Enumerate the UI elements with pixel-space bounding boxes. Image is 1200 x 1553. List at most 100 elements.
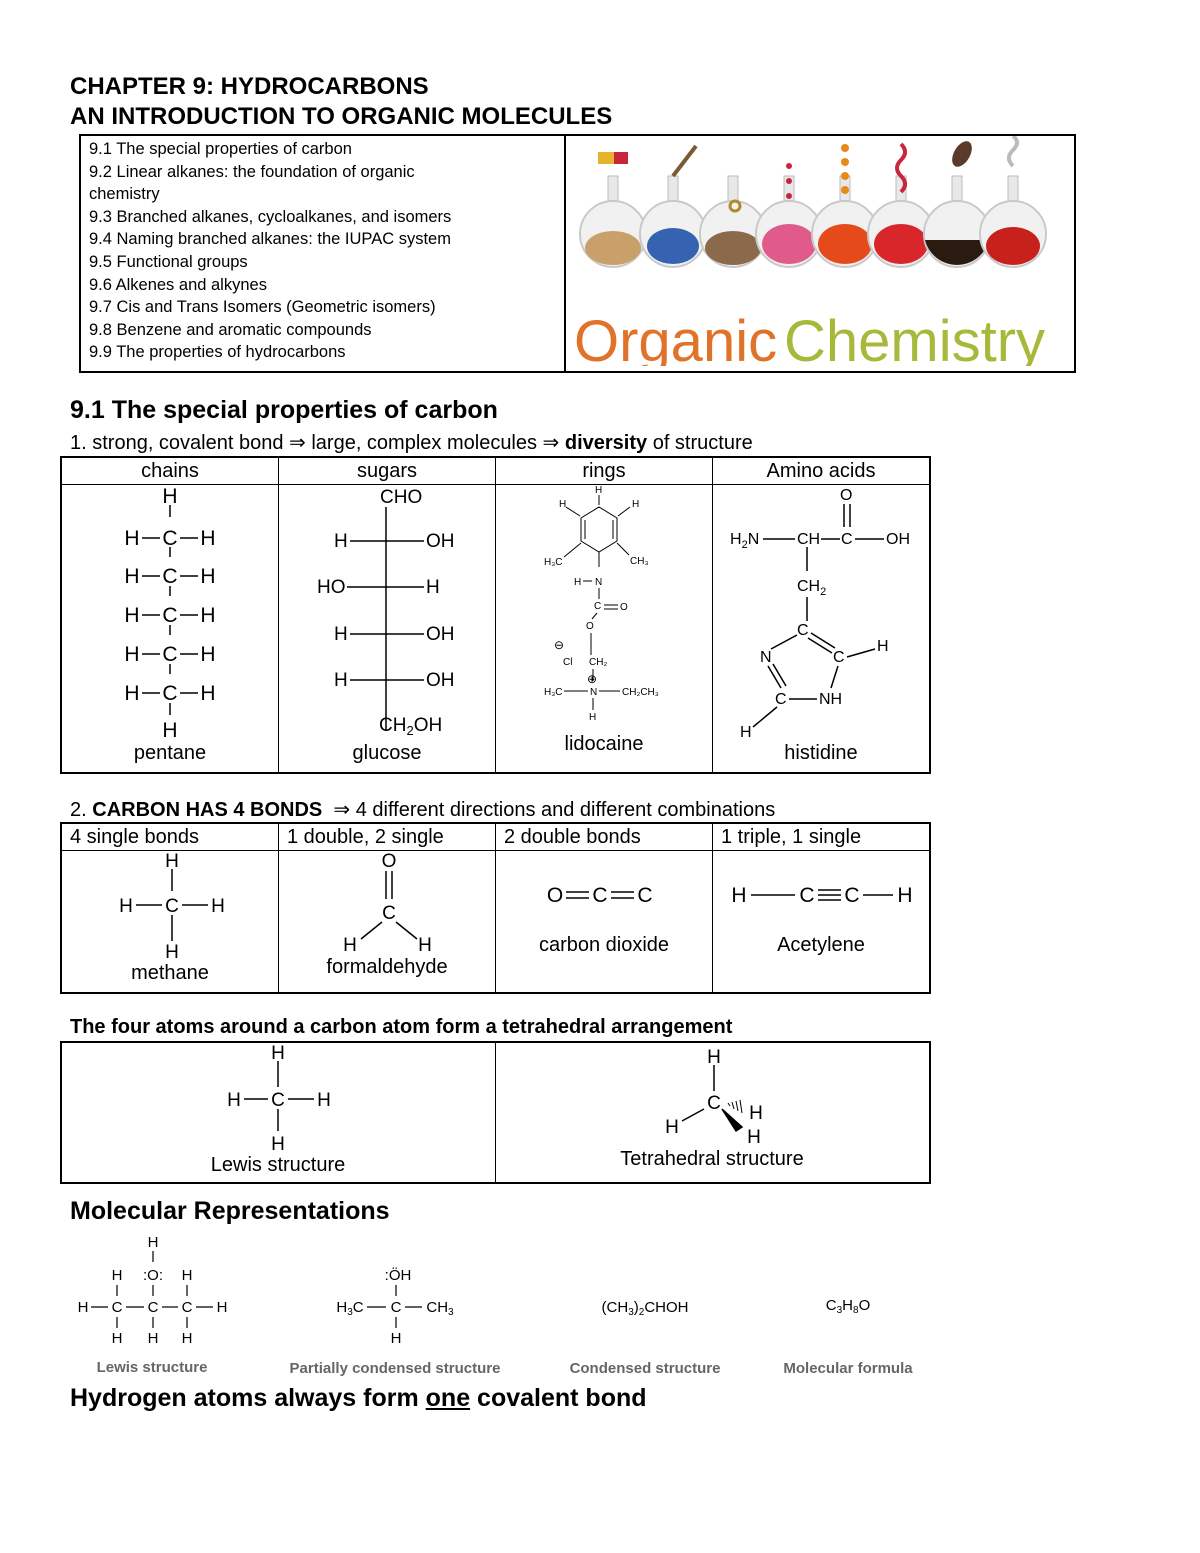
svg-text:CH₂CH₃: CH₂CH₃	[622, 687, 659, 698]
lewis-caption: Lewis structure	[211, 1154, 346, 1176]
svg-text:H: H	[595, 485, 602, 496]
svg-text:H: H	[78, 1299, 89, 1316]
isopropanol-molecular-formula: C3H8O	[826, 1297, 870, 1316]
tetrahedral-caption: Tetrahedral structure	[620, 1148, 803, 1170]
toc-item: 9.4 Naming branched alkanes: the IUPAC s…	[89, 230, 451, 249]
svg-text:H: H	[877, 638, 889, 655]
svg-text:C: C	[162, 682, 177, 705]
col-header-sugars: sugars	[278, 456, 496, 485]
svg-text:H: H	[740, 724, 752, 741]
svg-text:C: C	[797, 622, 809, 639]
svg-text:N: N	[595, 577, 602, 588]
svg-text:H: H	[227, 1090, 241, 1111]
svg-text:OH: OH	[426, 531, 455, 552]
point-2: 2. CARBON HAS 4 BONDS ⇒ 4 different dire…	[70, 797, 775, 822]
svg-text:H: H	[391, 1330, 402, 1347]
svg-text:H: H	[165, 942, 179, 963]
col-header-rings: rings	[495, 456, 713, 485]
flask-icon	[579, 134, 1047, 268]
svg-text:C: C	[844, 884, 859, 907]
toc-list: 9.1 The special properties of carbon 9.2…	[81, 136, 564, 366]
svg-text:C: C	[162, 565, 177, 588]
methane-cell: H H C H H methane	[60, 850, 279, 994]
svg-text:C: C	[707, 1093, 721, 1114]
svg-text:H: H	[119, 896, 133, 917]
toc-item: 9.2 Linear alkanes: the foundation of or…	[89, 162, 415, 204]
chapter-subtitle: AN INTRODUCTION TO ORGANIC MOLECULES	[70, 103, 613, 130]
svg-text:N: N	[590, 687, 597, 698]
svg-text:H₃C: H₃C	[544, 687, 563, 698]
svg-text:H: H	[271, 1134, 285, 1155]
svg-text:H: H	[334, 531, 348, 552]
svg-text:OH: OH	[426, 670, 455, 691]
svg-text:C: C	[592, 884, 607, 907]
acetylene-structure: H C C H Acetylene	[731, 884, 912, 956]
svg-text:H: H	[418, 935, 432, 956]
svg-text:CH2: CH2	[797, 578, 826, 598]
svg-text:CH₃: CH₃	[630, 556, 649, 567]
svg-text:C: C	[165, 896, 179, 917]
svg-text:H: H	[112, 1267, 123, 1284]
svg-text:H: H	[182, 1330, 193, 1347]
svg-text:H: H	[124, 527, 139, 550]
section-heading: 9.1 The special properties of carbon	[70, 396, 498, 424]
svg-text:OH: OH	[886, 531, 910, 548]
acetylene-cell: H C C H Acetylene	[712, 850, 931, 994]
formaldehyde-cell: O C H H formaldehyde	[278, 850, 496, 994]
point-2-bold: CARBON HAS 4 BONDS	[92, 799, 323, 821]
label-partially-condensed: Partially condensed structure	[290, 1360, 501, 1377]
banner-cell: Organic Chemistry	[564, 134, 1076, 374]
svg-text:C: C	[271, 1090, 285, 1111]
svg-text:H: H	[747, 1127, 761, 1148]
svg-text:C: C	[833, 649, 845, 666]
toc-item: 9.5 Functional groups	[89, 252, 248, 271]
svg-text::O:: :O:	[143, 1267, 163, 1284]
svg-text:H: H	[162, 485, 177, 508]
point-1-bold: diversity	[564, 432, 648, 454]
svg-text:H: H	[271, 1043, 285, 1064]
isopropanol-condensed: (CH3)2CHOH	[602, 1299, 689, 1318]
svg-text:C: C	[162, 643, 177, 666]
col-header-4-single: 4 single bonds	[60, 822, 279, 851]
svg-text:H: H	[124, 565, 139, 588]
svg-text:⊕: ⊕	[587, 672, 597, 686]
svg-text:N: N	[760, 649, 772, 666]
svg-text:OH: OH	[426, 624, 455, 645]
svg-text:H₃C: H₃C	[544, 557, 563, 568]
point-1: 1. strong, covalent bond ⇒ large, comple…	[70, 430, 753, 455]
svg-text:CHO: CHO	[380, 487, 422, 508]
formaldehyde-structure: O C H H formaldehyde	[326, 851, 447, 978]
svg-text:CH₂: CH₂	[589, 657, 607, 668]
svg-text:H: H	[334, 624, 348, 645]
svg-text:H: H	[632, 499, 639, 510]
svg-text:H: H	[211, 896, 225, 917]
svg-text:H: H	[165, 851, 179, 872]
col-header-amino-acids: Amino acids	[712, 456, 931, 485]
hydrogen-heading-underlined: one	[425, 1384, 471, 1412]
toc-list-cell: 9.1 The special properties of carbon 9.2…	[79, 134, 566, 373]
point-1-suffix: of structure	[647, 432, 753, 454]
svg-text:C: C	[182, 1299, 193, 1316]
methane-caption: methane	[131, 962, 209, 984]
label-molecular-formula: Molecular formula	[783, 1360, 913, 1377]
label-condensed: Condensed structure	[570, 1360, 721, 1377]
svg-text:H: H	[334, 670, 348, 691]
svg-text:H2N: H2N	[730, 531, 759, 551]
point-1-prefix: 1. strong, covalent bond ⇒ large, comple…	[70, 432, 565, 454]
point-2-suffix: ⇒ 4 different directions and different c…	[322, 799, 776, 821]
svg-text:O: O	[547, 884, 563, 907]
banner-word-chemistry: Chemistry	[784, 309, 1045, 366]
svg-text:C: C	[162, 527, 177, 550]
toc-item: 9.9 The properties of hydrocarbons	[89, 343, 346, 362]
hydrogen-bond-heading: Hydrogen atoms always form one covalent …	[70, 1384, 647, 1413]
organic-chemistry-banner-image: Organic Chemistry	[566, 134, 1074, 374]
svg-text:O: O	[382, 851, 397, 872]
svg-text:H: H	[589, 712, 596, 723]
